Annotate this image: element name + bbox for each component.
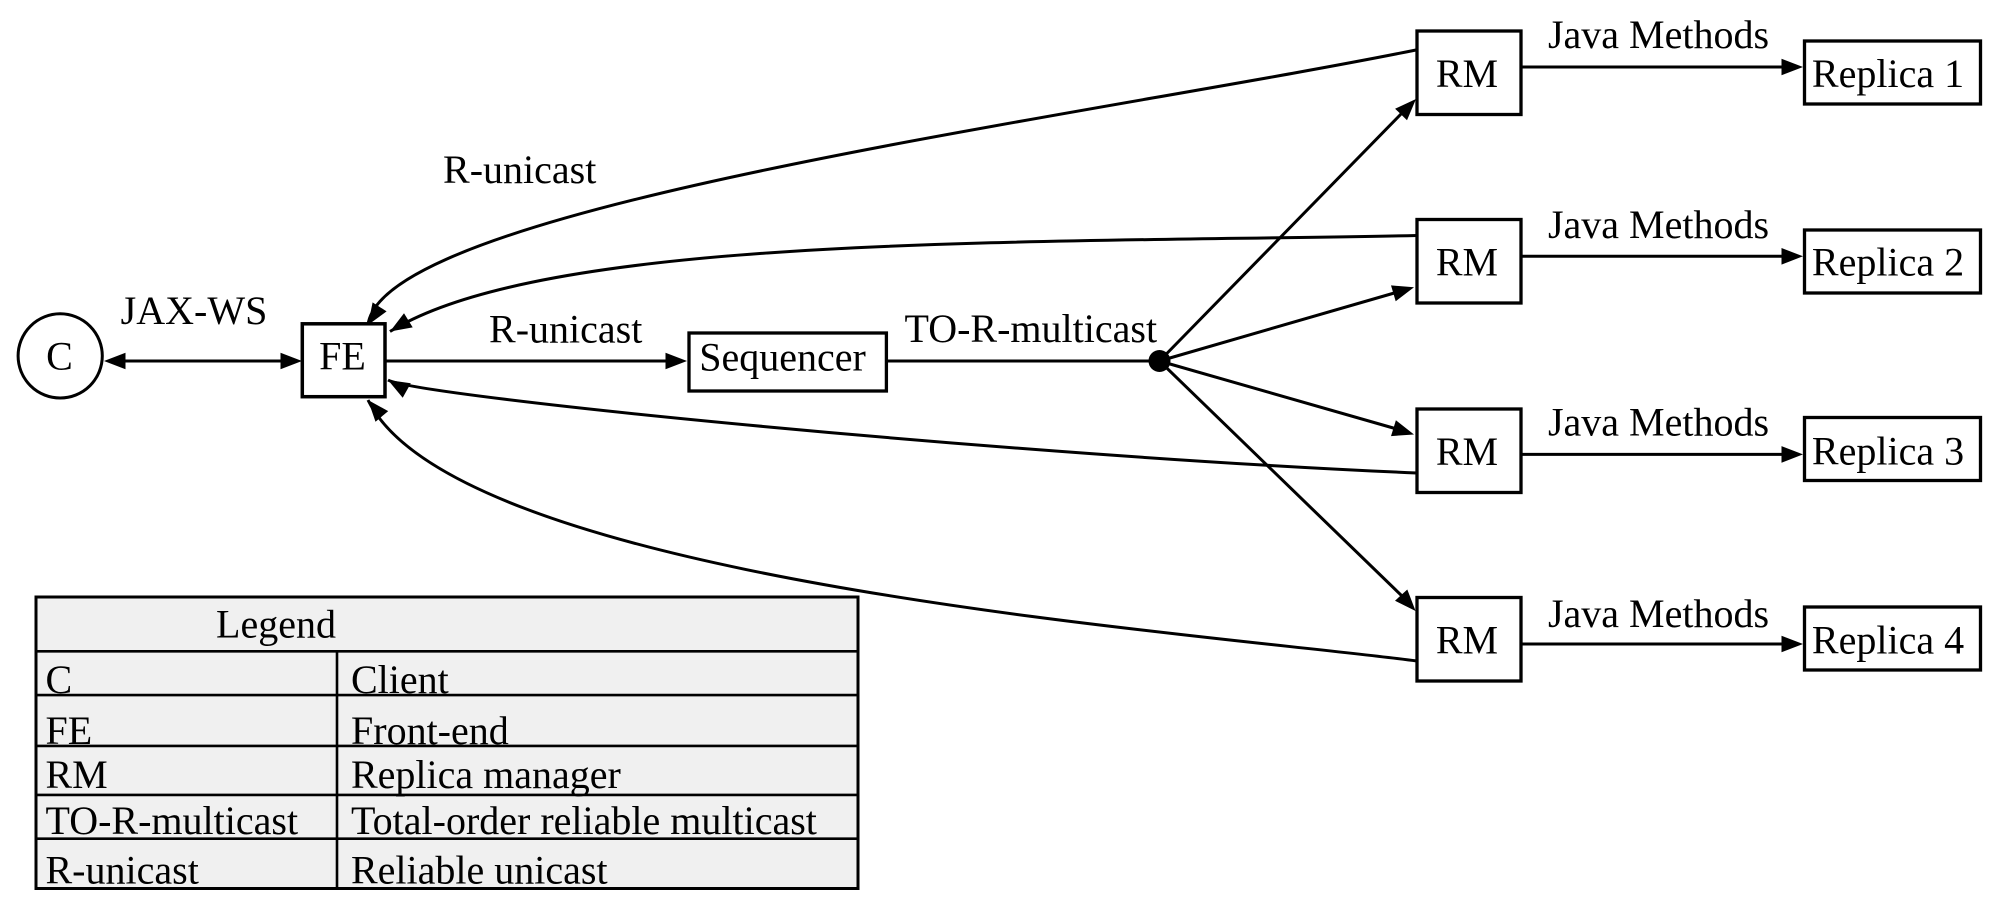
svg-text:R-unicast: R-unicast xyxy=(489,307,642,352)
svg-text:Replica manager: Replica manager xyxy=(351,752,621,797)
svg-text:Replica 4: Replica 4 xyxy=(1812,618,1964,663)
svg-text:Replica 2: Replica 2 xyxy=(1812,240,1964,285)
svg-text:RM: RM xyxy=(1436,239,1498,284)
svg-text:JAX-WS: JAX-WS xyxy=(121,288,268,333)
svg-text:RM: RM xyxy=(46,752,108,797)
svg-text:Java Methods: Java Methods xyxy=(1548,591,1769,636)
svg-text:R-unicast: R-unicast xyxy=(443,147,596,192)
svg-text:R-unicast: R-unicast xyxy=(46,848,199,893)
svg-text:RM: RM xyxy=(1436,617,1498,662)
svg-text:Java Methods: Java Methods xyxy=(1548,400,1769,445)
svg-text:FE: FE xyxy=(319,334,366,379)
svg-text:Total-order reliable multicast: Total-order reliable multicast xyxy=(351,798,817,843)
svg-text:Replica 3: Replica 3 xyxy=(1812,429,1964,474)
svg-text:FE: FE xyxy=(46,708,93,753)
svg-text:C: C xyxy=(46,657,73,702)
svg-text:C: C xyxy=(46,334,73,379)
svg-text:Legend: Legend xyxy=(216,601,336,646)
svg-text:RM: RM xyxy=(1436,51,1498,96)
svg-text:Java Methods: Java Methods xyxy=(1548,202,1769,247)
svg-text:Sequencer: Sequencer xyxy=(699,335,866,380)
svg-text:Replica 1: Replica 1 xyxy=(1812,51,1964,96)
svg-text:TO-R-multicast: TO-R-multicast xyxy=(46,798,299,843)
svg-text:Reliable unicast: Reliable unicast xyxy=(351,848,608,893)
svg-text:Front-end: Front-end xyxy=(351,708,509,753)
svg-text:RM: RM xyxy=(1436,429,1498,474)
svg-text:Java Methods: Java Methods xyxy=(1548,12,1769,57)
svg-text:Client: Client xyxy=(351,657,449,702)
svg-text:TO-R-multicast: TO-R-multicast xyxy=(905,306,1158,351)
